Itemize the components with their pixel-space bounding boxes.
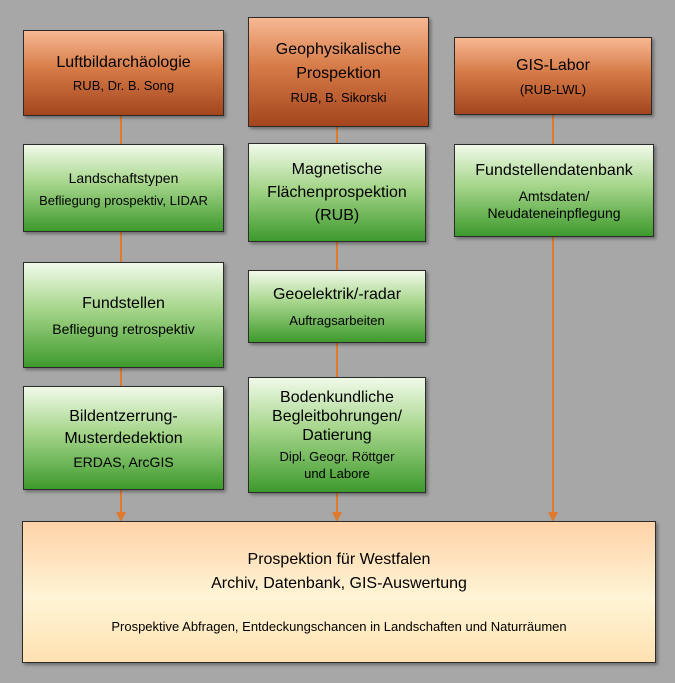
title-line: Prospektion — [296, 65, 381, 82]
box-title: Bildentzerrung- Musterdedektion — [64, 406, 182, 450]
subtitle-line: (RUB-LWL) — [519, 81, 587, 97]
result-subtitle: Prospektive Abfragen, Entdeckungschancen… — [111, 619, 567, 634]
box-subtitle: Auftragsarbeiten — [289, 312, 384, 329]
subtitle-line: und Labore — [304, 466, 370, 481]
subtitle-line: Befliegung prospektiv, LIDAR — [39, 192, 208, 208]
box-title: Bodenkundliche Begleitbohrungen/ Datieru… — [272, 388, 402, 445]
box-subtitle: RUB, Dr. B. Song — [73, 77, 174, 94]
title-line: Geophysikalische — [275, 41, 402, 58]
box-fundstellen: Fundstellen Befliegung retrospektiv — [23, 262, 224, 368]
subtitle-line: ERDAS, ArcGIS — [73, 453, 174, 470]
box-landschaftstypen: Landschaftstypen Befliegung prospektiv, … — [23, 144, 224, 232]
title-line: Musterdedektion — [64, 429, 183, 447]
title-line: Begleitbohrungen/ — [272, 408, 402, 425]
box-subtitle: RUB, B. Sikorski — [290, 89, 386, 106]
subtitle-line: Amtsdaten/ — [518, 187, 590, 204]
subtitle-line: Dipl. Geogr. Röttger — [279, 449, 395, 464]
box-subtitle: ERDAS, ArcGIS — [73, 454, 173, 471]
box-title: Magnetische Flächenprospektion (RUB) — [267, 158, 407, 227]
box-fundstellendatenbank: Fundstellendatenbank Amtsdaten/ Neudaten… — [454, 144, 654, 237]
subtitle-line: Befliegung retrospektiv — [52, 320, 195, 337]
title-line: Prospektion für Westfalen — [247, 551, 431, 568]
box-bildentzerrung: Bildentzerrung- Musterdedektion ERDAS, A… — [23, 386, 224, 490]
title-line: Fundstellen — [82, 294, 165, 312]
title-line: Magnetische — [291, 161, 383, 178]
title-line: Fundstellendatenbank — [475, 161, 633, 179]
box-bodenkundliche-begleitbohrungen: Bodenkundliche Begleitbohrungen/ Datieru… — [248, 377, 426, 493]
box-title: GIS-Labor — [516, 55, 590, 77]
subtitle-line: RUB, Dr. B. Song — [72, 78, 175, 93]
box-geoelektrik-radar: Geoelektrik/-radar Auftragsarbeiten — [248, 270, 426, 343]
box-magnetische-flaechenprospektion: Magnetische Flächenprospektion (RUB) — [248, 143, 426, 242]
box-title: Fundstellen — [82, 293, 165, 315]
box-luftbildarchaeologie: Luftbildarchäologie RUB, Dr. B. Song — [23, 30, 224, 116]
title-line: Bildentzerrung- — [69, 407, 178, 425]
result-title: Prospektion für Westfalen Archiv, Datenb… — [211, 548, 467, 596]
box-subtitle: Befliegung prospektiv, LIDAR — [39, 192, 208, 209]
title-line: Flächenprospektion — [267, 184, 407, 201]
box-title: Geoelektrik/-radar — [273, 284, 401, 306]
title-line: Datierung — [302, 427, 372, 444]
box-subtitle: (RUB-LWL) — [520, 81, 586, 98]
box-geophysikalische-prospektion: Geophysikalische Prospektion RUB, B. Sik… — [248, 17, 429, 127]
title-line: Bodenkundliche — [280, 389, 394, 406]
box-gis-labor: GIS-Labor (RUB-LWL) — [454, 37, 652, 115]
title-line: Landschaftstypen — [68, 169, 179, 186]
title-line: Geoelektrik/-radar — [272, 286, 402, 303]
box-title: Landschaftstypen — [69, 168, 179, 188]
box-subtitle: Dipl. Geogr. Röttger und Labore — [280, 448, 395, 482]
box-title: Geophysikalische Prospektion — [276, 38, 401, 86]
box-prospektion-fuer-westfalen: Prospektion für Westfalen Archiv, Datenb… — [22, 521, 656, 663]
box-title: Fundstellendatenbank — [475, 160, 632, 182]
box-subtitle: Befliegung retrospektiv — [52, 321, 194, 338]
box-title: Luftbildarchäologie — [56, 52, 190, 74]
title-line: GIS-Labor — [516, 56, 590, 74]
box-subtitle: Amtsdaten/ Neudateneinpflegung — [487, 188, 620, 222]
title-line: Archiv, Datenbank, GIS-Auswertung — [211, 575, 467, 592]
title-line: Luftbildarchäologie — [56, 54, 191, 71]
title-line: (RUB) — [314, 207, 360, 224]
subtitle-line: Neudateneinpflegung — [487, 204, 621, 221]
subtitle-line: RUB, B. Sikorski — [290, 90, 387, 105]
subtitle-line: Auftragsarbeiten — [289, 313, 385, 328]
